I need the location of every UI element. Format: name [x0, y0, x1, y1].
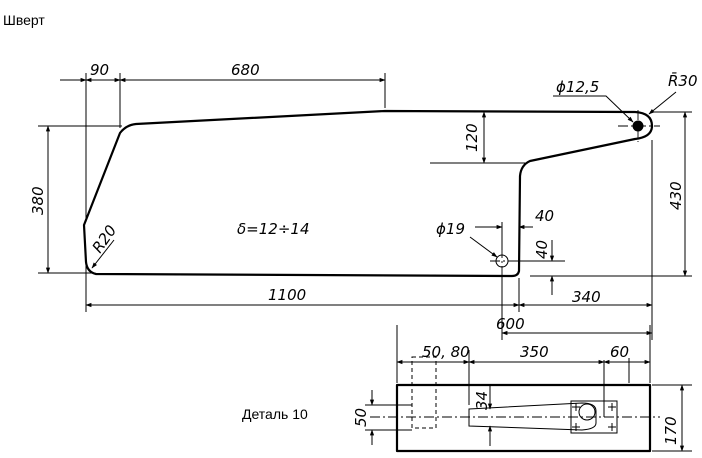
dim-34: 34 — [473, 391, 491, 410]
radius-r20: R20 — [89, 222, 121, 257]
radius-r30: R̄30 — [668, 71, 698, 90]
dim-350: 350 — [520, 343, 549, 361]
dimension-lines — [38, 73, 692, 340]
dim-380: 380 — [29, 186, 47, 215]
detail-label: Деталь 10 — [242, 406, 308, 422]
dim-60: 60 — [610, 343, 629, 361]
dim-430: 430 — [667, 181, 685, 210]
dim-600: 600 — [496, 315, 525, 333]
detail-10-dimension-lines — [365, 325, 692, 452]
drawing-title: Шверт — [3, 12, 45, 28]
detail-10-plate — [370, 356, 660, 453]
centerboard-outline — [82, 109, 654, 278]
dim-90: 90 — [90, 61, 109, 79]
diameter-12-5: ϕ12,5 — [556, 78, 599, 96]
mount-holes — [572, 403, 616, 431]
dim-50-80: 50, 80 — [422, 343, 470, 361]
dim-40-horizontal: 40 — [535, 207, 554, 225]
thickness-note: δ=12÷14 — [237, 220, 310, 238]
dim-680: 680 — [231, 61, 260, 79]
dim-170: 170 — [662, 416, 680, 445]
dim-50: 50 — [352, 408, 370, 427]
dim-120: 120 — [463, 123, 481, 152]
dim-340: 340 — [572, 288, 601, 306]
corner-hole-125 — [618, 110, 660, 142]
dim-40-vertical: 40 — [533, 240, 551, 259]
diameter-19: ϕ19 — [436, 220, 465, 238]
dim-1100: 1100 — [268, 286, 306, 304]
